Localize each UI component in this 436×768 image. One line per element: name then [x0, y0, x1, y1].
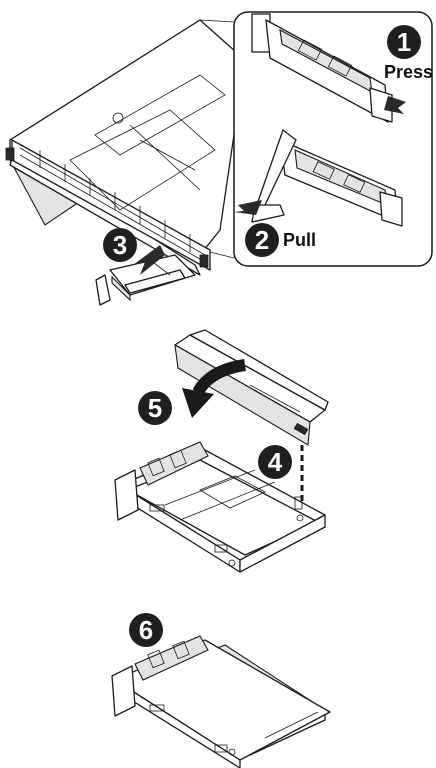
rotate-arrow: [192, 359, 246, 396]
server-chassis: [5, 19, 246, 276]
drive-tray: [114, 441, 326, 573]
step-badge-1: 1: [387, 25, 421, 59]
latch-opened: [234, 129, 403, 227]
pulled-drive-carrier: [95, 245, 196, 306]
step-1-number: 1: [397, 27, 411, 57]
step-2-label: Pull: [283, 230, 316, 250]
zoom-inset: [199, 11, 433, 267]
step-2-number: 2: [255, 225, 269, 255]
step-4-number: 4: [268, 447, 283, 477]
step-6-number: 6: [139, 615, 153, 645]
step-badge-6: 6: [129, 613, 163, 647]
step-1-circle: [387, 25, 421, 59]
step-badge-3: 3: [103, 228, 137, 262]
step-badge-5: 5: [138, 391, 172, 425]
step-1-label: Press: [384, 62, 433, 82]
step-5-number: 5: [148, 393, 162, 423]
step-3-number: 3: [113, 230, 127, 260]
step-badge-4: 4: [258, 445, 292, 479]
hdd-tray-assembly: [114, 329, 329, 573]
latch-closed: [251, 13, 406, 123]
hard-disk-drive: [174, 329, 329, 446]
installed-drive-tray: [111, 635, 331, 768]
step-badge-2: 2: [245, 223, 279, 257]
